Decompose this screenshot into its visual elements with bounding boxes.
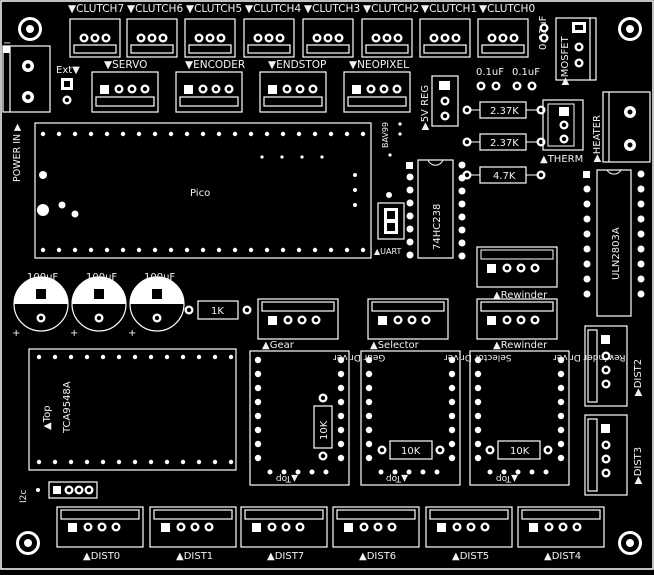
aux-connectors [91, 71, 411, 113]
power-in-label: POWER IN ▶ [12, 123, 23, 182]
plus-c: + [128, 328, 136, 339]
heater-label: ▶HEATER [592, 115, 603, 162]
ic-uln2803a [596, 169, 632, 317]
rewinder-connector-top [476, 246, 558, 288]
ic-74hc238-label: 74HC238 [432, 204, 443, 250]
dist2-label: ▶DIST2 [633, 359, 644, 396]
clutch6-label: ▼CLUTCH6 [127, 3, 183, 15]
servo-label: ▼SERVO [104, 59, 147, 71]
rewinder-driver-label: Rewinder Driver [553, 352, 626, 362]
ic-74hc238 [417, 159, 454, 259]
aux-pins [100, 84, 402, 94]
tca-pins-top [36, 354, 234, 360]
cap-033-label: 0.33uF [538, 15, 549, 50]
bav99-label: BAV99 [381, 122, 390, 148]
5v-reg-label: ▶5V REG [420, 85, 431, 130]
dist3-label: ▶DIST3 [633, 447, 644, 484]
r-10k-c [497, 440, 541, 460]
r-10k-a-label: 10K [319, 420, 330, 440]
r-47-label: 4.7K [493, 171, 516, 182]
uart-label: ▲UART [374, 247, 401, 256]
selector-driver-label: Selector Driver [444, 352, 512, 362]
clutch-pins [79, 33, 519, 43]
rewinder-top-label: ▲Rewinder [493, 290, 548, 301]
r-237b-label: 2.37K [490, 138, 519, 149]
top-d-label: ▲Top [496, 473, 518, 483]
therm-connector [542, 99, 584, 151]
pico-pins-top [40, 131, 366, 137]
i2c-label: I2c [19, 490, 29, 503]
r-10k-a [313, 405, 333, 449]
ic-uln-label: ULN2803A [611, 227, 622, 280]
pico-label: Pico [190, 188, 210, 199]
neopixel-label: ▼NEOPIXEL [349, 59, 409, 71]
therm-label: ▲THERM [540, 154, 583, 165]
r-10k-b [389, 440, 433, 460]
plus-b: + [70, 328, 78, 339]
tca-label: TCA9548A [62, 381, 73, 434]
clutch3-label: ▼CLUTCH3 [304, 3, 360, 15]
resistors-right [462, 101, 546, 184]
top-a-label: ▲Top [42, 405, 53, 430]
plus-a: + [12, 328, 20, 339]
r-10k-b-label: 10K [401, 446, 421, 457]
pico-module [34, 122, 372, 259]
tca9548a-module [28, 348, 237, 471]
driver-socket-pins [254, 356, 565, 462]
endstop-label: ▼ENDSTOP [268, 59, 326, 71]
gear-driver-label: Gear Driver [333, 352, 386, 362]
dist1-label: ▲DIST1 [176, 551, 213, 562]
electrolytic-capacitor-icon [13, 276, 185, 332]
clutch1-label: ▼CLUTCH1 [421, 3, 477, 15]
pico-pins-bottom [40, 247, 366, 253]
mosfet-outline [555, 17, 597, 81]
r-10k-c-label: 10K [510, 446, 530, 457]
clutch7-label: ▼CLUTCH7 [68, 3, 124, 15]
clutch0-label: ▼CLUTCH0 [479, 3, 535, 15]
dist4-label: ▲DIST4 [544, 551, 581, 562]
dist-bottom-connectors [56, 506, 605, 548]
r-1k [197, 300, 239, 320]
ext-label: Ext▼ [56, 65, 80, 76]
cap-100a-label: 100uF [27, 272, 58, 283]
i2c-header [48, 481, 98, 499]
dist5-label: ▲DIST5 [452, 551, 489, 562]
top-c-label: ▲Top [386, 473, 408, 483]
cap-01a-label: 0.1uF [476, 67, 504, 78]
encoder-label: ▼ENCODER [185, 59, 245, 71]
5v-reg-outline [431, 75, 459, 127]
svg-text:−: − [3, 38, 11, 49]
cap-100c-label: 100uF [144, 272, 175, 283]
clutch2-label: ▼CLUTCH2 [363, 3, 419, 15]
cap-100b-label: 100uF [86, 272, 117, 283]
power-in-terminal [2, 45, 51, 113]
r-1k-label: 1K [211, 306, 224, 317]
gear-label: ▲Gear [262, 340, 295, 351]
clutch4-label: ▼CLUTCH4 [245, 3, 301, 15]
heater-terminal [602, 91, 651, 163]
stepper-driver-sockets [249, 350, 570, 486]
driver-connectors [257, 298, 558, 340]
uart-header [377, 202, 405, 240]
dist0-label: ▲DIST0 [83, 551, 120, 562]
dist6-label: ▲DIST6 [359, 551, 396, 562]
clutch5-label: ▼CLUTCH5 [186, 3, 242, 15]
cap-01b-label: 0.1uF [512, 67, 540, 78]
r-237a-label: 2.37K [490, 106, 519, 117]
driver-connector-pins [268, 315, 540, 325]
selector-label: ▲Selector [370, 340, 420, 351]
dist7-label: ▲DIST7 [267, 551, 304, 562]
ic-74hc238-pins [406, 161, 466, 260]
dist-bottom-pins [68, 522, 582, 532]
dist-side-connectors [584, 325, 628, 496]
clutch-connectors [69, 18, 529, 58]
top-b-label: ▲Top [276, 473, 298, 483]
ic-uln2803a-pins [583, 170, 645, 298]
rewinder-mid-label: ▲Rewinder [493, 340, 548, 351]
mosfet-label: ▶MOSFET [560, 35, 571, 85]
tca-pins-bottom [36, 459, 234, 465]
